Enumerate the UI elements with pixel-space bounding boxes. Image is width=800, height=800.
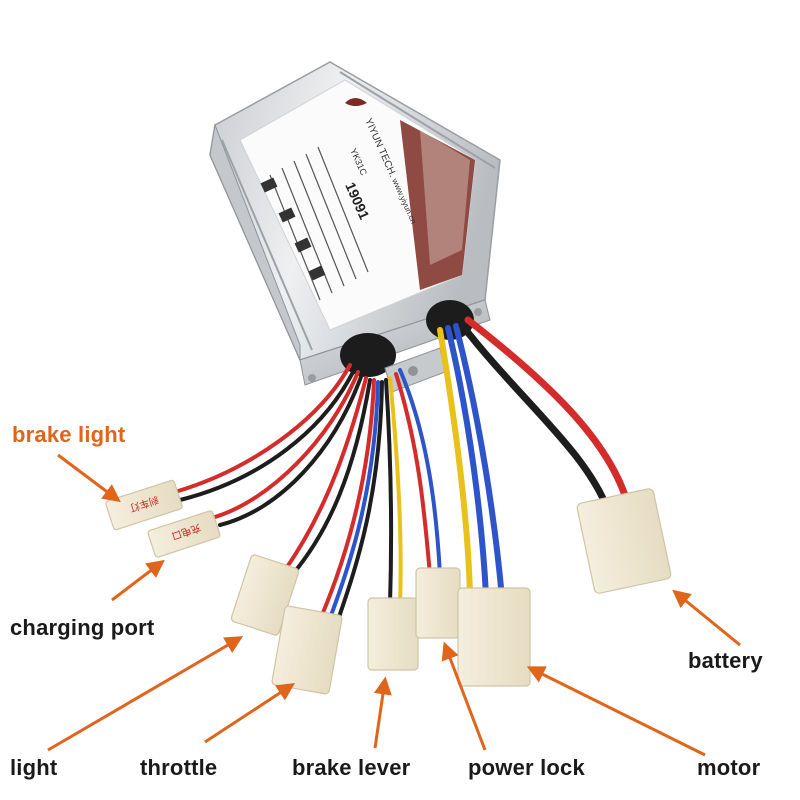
label-brake-lever: brake lever — [292, 755, 411, 780]
power-lock-connector — [415, 567, 461, 639]
controller-box: YIYUN TECH. YK31C 19091 www.yiyun.cn — [209, 61, 501, 393]
brake-light-arrow — [57, 453, 121, 503]
light-connector — [230, 554, 300, 636]
label-battery: battery — [688, 648, 763, 673]
charging-port-connector: 充电口 — [147, 510, 221, 558]
throttle-arrow — [204, 683, 296, 744]
charging-port-arrow — [111, 559, 165, 602]
motor-connector — [457, 587, 531, 687]
label-motor: motor — [697, 755, 761, 780]
label-throttle: throttle — [140, 755, 218, 780]
motor-arrow — [526, 666, 706, 757]
brake-lever-arrow — [373, 676, 392, 749]
throttle-connector — [271, 605, 343, 695]
label-brake-light: brake light — [12, 422, 126, 447]
light-arrow — [47, 636, 244, 752]
brake-lever-connector — [367, 597, 419, 671]
label-charging-port: charging port — [10, 615, 155, 640]
battery-arrow — [672, 589, 741, 647]
wires — [173, 316, 632, 622]
brake-light-connector: 刹车灯 — [105, 479, 183, 531]
power-lock-arrow — [441, 641, 487, 751]
callout-arrows — [47, 453, 741, 757]
brand-logo-icon — [345, 98, 367, 106]
label-light: light — [10, 755, 58, 780]
connectors: 刹车灯 充电口 — [105, 479, 672, 695]
battery-connector — [576, 488, 672, 594]
label-power-lock: power lock — [468, 755, 585, 780]
